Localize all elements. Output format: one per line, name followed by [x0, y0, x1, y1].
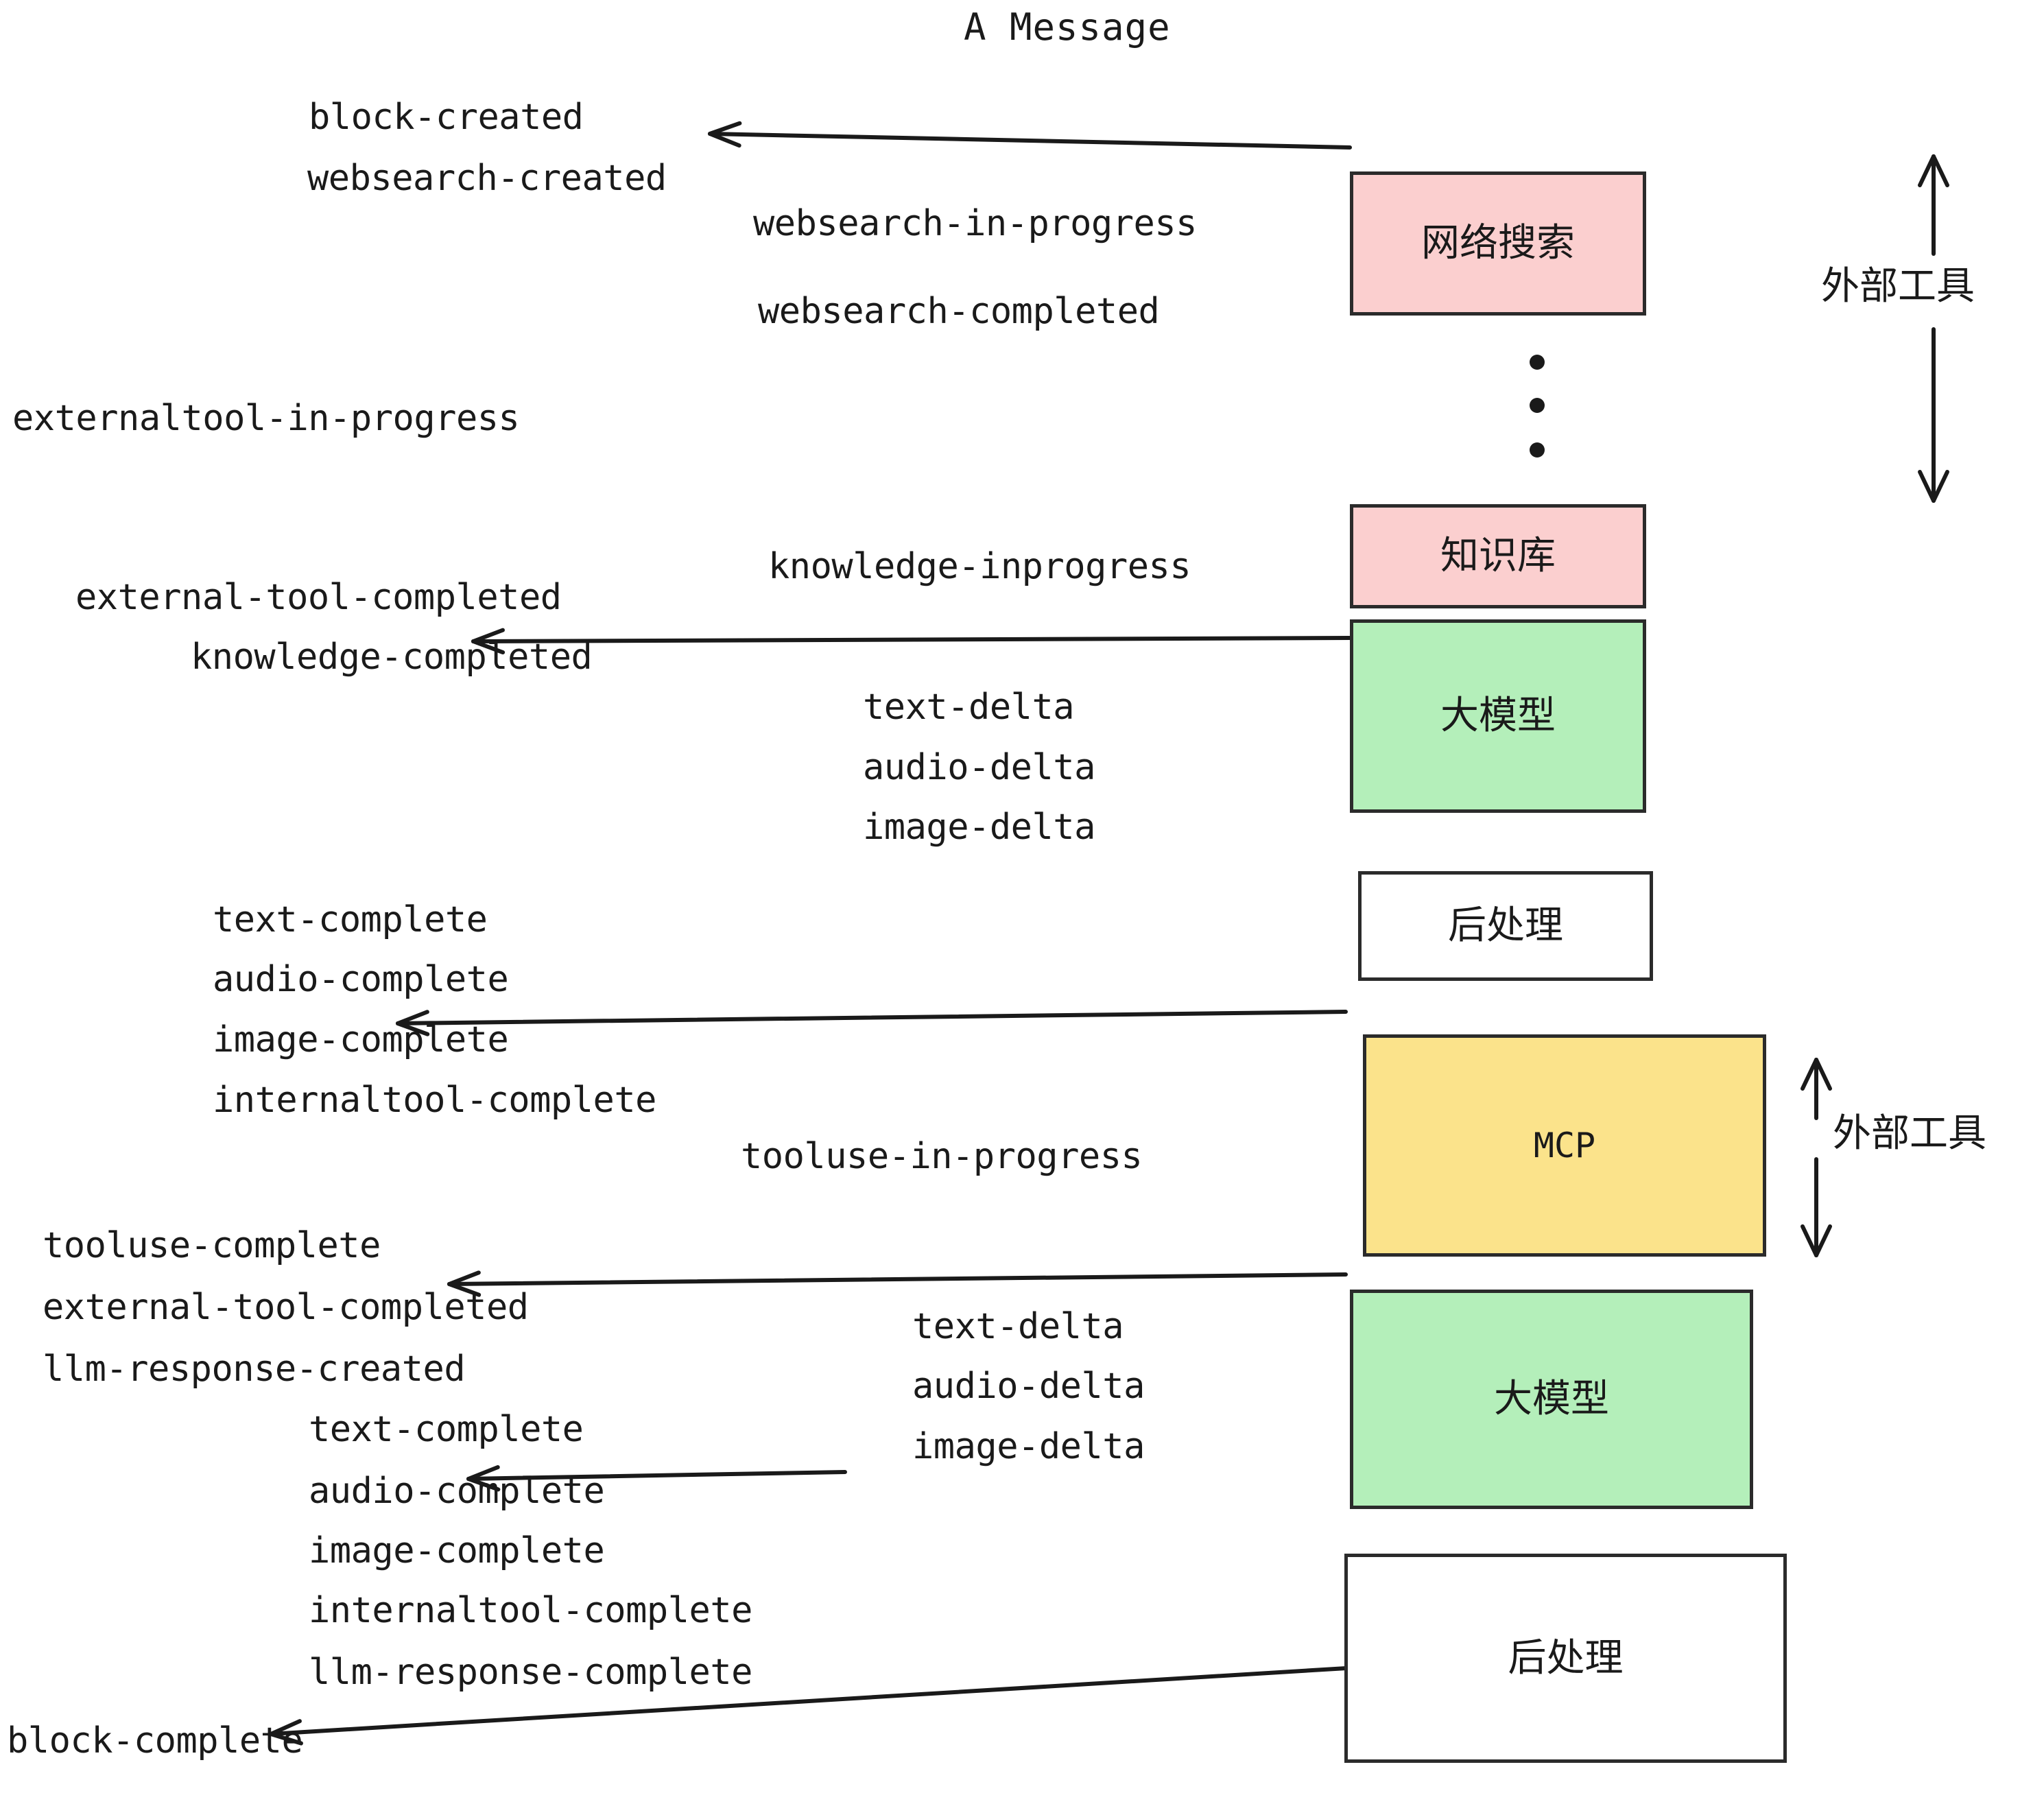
arrow-external-tools-down-bottom [1801, 1157, 1832, 1257]
event-audio-delta-2: audio-delta [912, 1366, 1145, 1407]
event-text-delta-1: text-delta [863, 687, 1075, 728]
event-text-complete-1: text-complete [213, 899, 488, 940]
ellipsis-dot-2 [1530, 398, 1545, 413]
box-llm-first: 大模型 [1350, 619, 1646, 813]
event-llm-response-created: llm-response-created [43, 1349, 466, 1390]
event-knowledge-completed: knowledge-completed [191, 637, 593, 678]
side-label-external-tools-bottom: 外部工具 [1833, 1111, 1986, 1156]
box-post-second-label: 后处理 [1508, 1635, 1624, 1681]
event-block-complete: block-complete [7, 1720, 303, 1761]
event-image-delta-2: image-delta [912, 1426, 1145, 1467]
event-external-tool-completed-1: external-tool-completed [75, 577, 562, 618]
box-websearch: 网络搜索 [1350, 171, 1646, 316]
event-text-delta-2: text-delta [912, 1306, 1124, 1347]
box-llm-second-label: 大模型 [1494, 1377, 1609, 1421]
event-audio-complete-1: audio-complete [213, 959, 509, 1000]
side-label-external-tools-top: 外部工具 [1821, 264, 1975, 309]
event-text-complete-2: text-complete [309, 1409, 584, 1450]
event-externaltool-in-progress: externaltool-in-progress [12, 398, 520, 439]
arrow-knowledge-to-completed [471, 628, 1352, 655]
event-image-delta-1: image-delta [863, 807, 1095, 848]
page-title: A Message [964, 5, 1171, 49]
box-knowledge-label: 知识库 [1440, 534, 1556, 578]
event-internaltool-complete-2: internaltool-complete [309, 1590, 752, 1631]
event-audio-delta-1: audio-delta [863, 747, 1095, 788]
box-mcp: MCP [1363, 1034, 1766, 1257]
arrow-external-tools-up-bottom [1801, 1058, 1832, 1120]
event-external-tool-completed-2: external-tool-completed [43, 1287, 529, 1328]
event-llm-response-complete: llm-response-complete [309, 1652, 752, 1693]
event-tooluse-in-progress: tooluse-in-progress [741, 1136, 1143, 1177]
arrow-mcp-to-tooluse [447, 1270, 1348, 1297]
box-post-second: 后处理 [1344, 1554, 1787, 1763]
box-llm-first-label: 大模型 [1440, 693, 1556, 738]
box-websearch-label: 网络搜索 [1421, 221, 1575, 265]
event-audio-complete-2: audio-complete [309, 1471, 605, 1512]
event-websearch-completed: websearch-completed [758, 291, 1160, 332]
event-internaltool-complete-1: internaltool-complete [213, 1080, 656, 1121]
arrow-external-tools-up-top [1918, 154, 1949, 256]
event-tooluse-complete: tooluse-complete [43, 1225, 381, 1266]
event-block-created: block-created [309, 97, 584, 138]
box-post-first: 后处理 [1358, 871, 1653, 981]
event-image-complete-2: image-complete [309, 1530, 605, 1571]
event-websearch-in-progress: websearch-in-progress [753, 203, 1197, 244]
event-knowledge-inprogress: knowledge-inprogress [768, 546, 1191, 587]
arrow-websearch-to-blockcreated [708, 121, 1352, 150]
ellipsis-dot-1 [1530, 355, 1545, 370]
event-websearch-created: websearch-created [307, 158, 667, 199]
arrow-postprocess-to-image [396, 1010, 1348, 1036]
arrow-external-tools-down-top [1918, 327, 1949, 503]
box-mcp-label: MCP [1533, 1126, 1596, 1165]
box-llm-second: 大模型 [1350, 1290, 1753, 1509]
event-image-complete-1: image-complete [213, 1019, 509, 1060]
ellipsis-dot-3 [1530, 442, 1545, 458]
box-post-first-label: 后处理 [1448, 903, 1563, 948]
box-knowledge: 知识库 [1350, 504, 1646, 608]
